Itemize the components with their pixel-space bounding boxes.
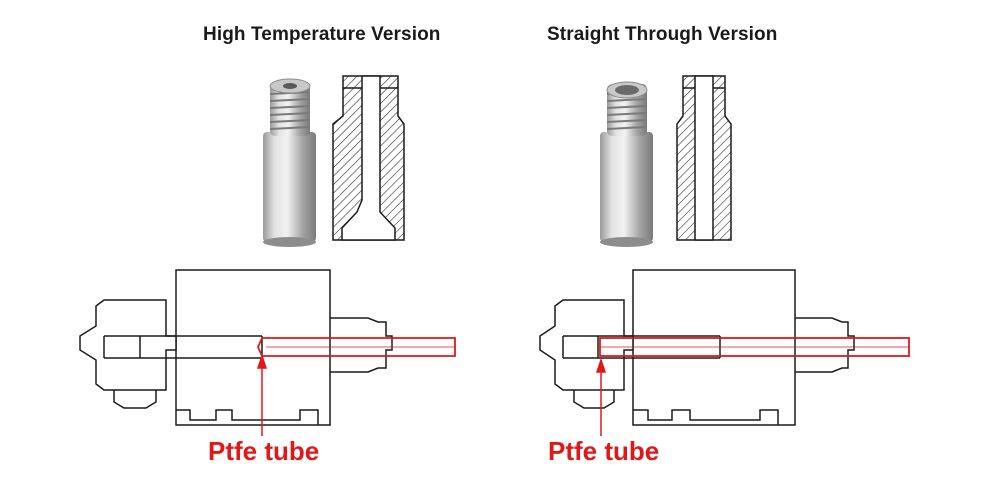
straight-through-version-title: Straight Through Version <box>547 24 778 45</box>
straight-through-callout-arrow <box>595 357 607 436</box>
ptfe-tube-label-right: Ptfe tube <box>548 436 660 466</box>
straight-through-cross-section <box>676 75 732 241</box>
high-temp-cross-section <box>332 75 405 241</box>
high-temperature-version-title: High Temperature Version <box>203 24 441 45</box>
high-temp-callout-arrow <box>256 353 268 436</box>
straight-through-heatbreak-photo <box>600 81 653 247</box>
high-temp-ptfe-tube <box>257 337 456 357</box>
straight-through-ptfe-tube <box>599 337 910 357</box>
high-temp-heatbreak-photo <box>263 78 316 247</box>
high-temp-assembly-drawing <box>79 269 393 426</box>
straight-through-assembly-drawing <box>539 269 855 426</box>
ptfe-tube-label-left: Ptfe tube <box>208 436 320 466</box>
